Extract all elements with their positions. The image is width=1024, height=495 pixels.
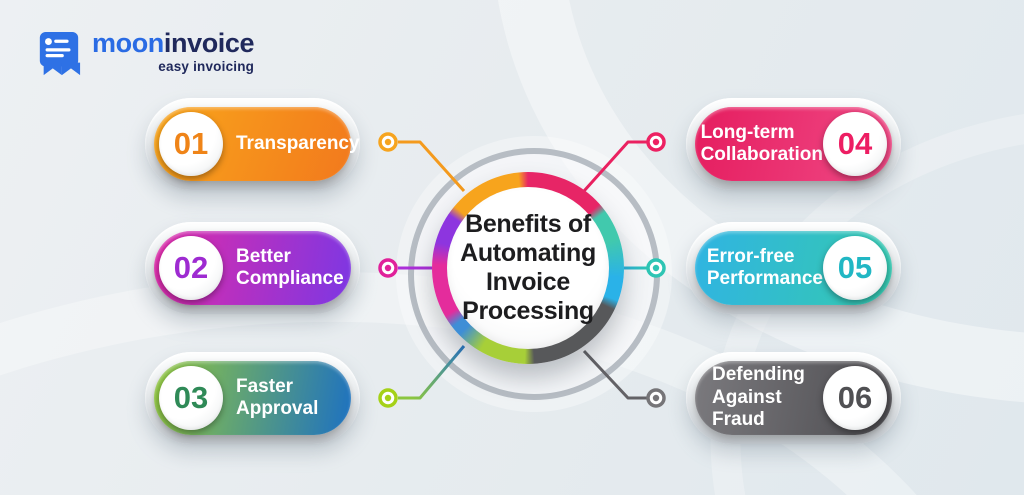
brand-logo: mooninvoice easy invoicing	[36, 28, 255, 83]
benefit-pill-03: 03 Faster Approval	[145, 352, 360, 444]
connector-dot-02	[384, 264, 392, 272]
connector-dot-04	[652, 138, 660, 146]
benefit-label: Defending Against Fraud	[712, 364, 805, 431]
center-circle: Benefits of Automating Invoice Processin…	[447, 187, 609, 349]
brand-name: mooninvoice	[92, 28, 255, 58]
step-number-badge: 03	[159, 366, 223, 430]
benefit-pill-05: 05 Error-free Performance	[686, 222, 901, 314]
benefit-pill-04: 04 Long-term Collaboration	[686, 98, 901, 190]
center-title: Benefits of Automating Invoice Processin…	[460, 210, 596, 325]
benefit-label: Better Compliance	[236, 245, 344, 289]
step-number-badge: 04	[823, 112, 887, 176]
benefit-pill-01: 01 Transparency	[145, 98, 360, 190]
brand-name-secondary: invoice	[163, 28, 255, 58]
benefit-label: Faster Approval	[236, 375, 319, 419]
connector-ring-06	[646, 388, 666, 408]
step-number-badge: 02	[159, 236, 223, 300]
benefit-label: Long-term Collaboration	[700, 121, 824, 165]
connector-dot-06	[652, 394, 660, 402]
invoice-ribbon-icon	[36, 30, 82, 83]
benefit-label: Transparency	[236, 132, 360, 154]
connector-dot-03	[384, 394, 392, 402]
step-number-badge: 06	[823, 366, 887, 430]
connector-ring-02	[378, 258, 398, 278]
benefit-label: Error-free Performance	[706, 245, 823, 289]
step-number-badge: 05	[823, 236, 887, 300]
connector-ring-03	[378, 388, 398, 408]
brand-tagline: easy invoicing	[158, 59, 255, 74]
step-number-badge: 01	[159, 112, 223, 176]
connector-ring-01	[378, 132, 398, 152]
benefit-pill-06: 06 Defending Against Fraud	[686, 352, 901, 444]
brand-name-primary: moon	[92, 28, 164, 58]
benefit-pill-02: 02 Better Compliance	[145, 222, 360, 314]
connector-ring-04	[646, 132, 666, 152]
connector-dot-01	[384, 138, 392, 146]
